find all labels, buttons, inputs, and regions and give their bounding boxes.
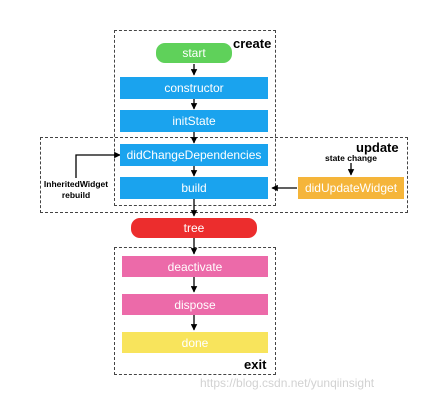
exit-region bbox=[114, 247, 276, 375]
constructor-node: constructor bbox=[120, 77, 268, 99]
watermark-text: https://blog.csdn.net/yunqiinsight bbox=[200, 376, 375, 390]
didchangedependencies-node: didChangeDependencies bbox=[120, 144, 268, 166]
build-node: build bbox=[120, 177, 268, 199]
initstate-node: initState bbox=[120, 110, 268, 132]
create-label: create bbox=[233, 36, 272, 51]
update-region bbox=[40, 137, 408, 213]
dispose-node: dispose bbox=[122, 294, 268, 315]
create-region bbox=[114, 30, 276, 206]
tree-node: tree bbox=[131, 218, 257, 238]
update-label: update bbox=[356, 140, 399, 155]
didupdatewidget-node: didUpdateWidget bbox=[298, 177, 404, 199]
arrow-inherited-didchange bbox=[75, 151, 121, 178]
done-node: done bbox=[122, 332, 268, 353]
exit-label: exit bbox=[244, 357, 267, 372]
deactivate-node: deactivate bbox=[122, 256, 268, 277]
start-node: start bbox=[156, 43, 232, 63]
state-change-note: state change bbox=[325, 153, 377, 163]
inherited-widget-rebuild-note: InheritedWidget rebuild bbox=[43, 179, 109, 200]
